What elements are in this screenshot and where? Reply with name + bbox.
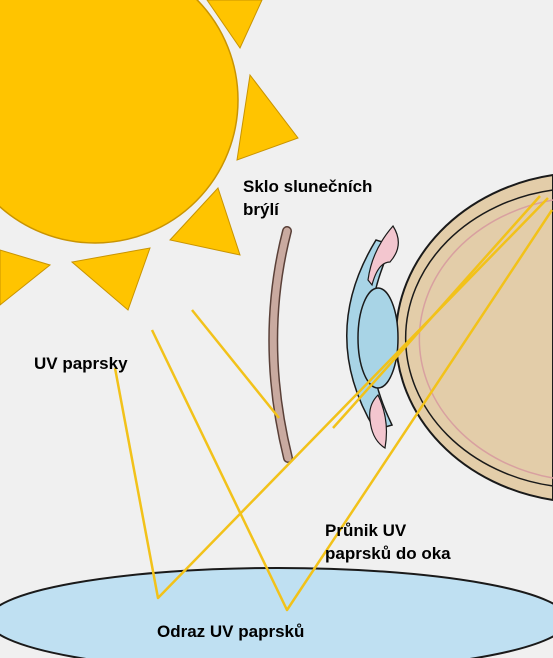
uv-reflection-label: Odraz UV paprsků <box>157 622 305 641</box>
uv-ray-blocked <box>191 309 280 419</box>
sun <box>0 0 239 244</box>
eye-iris-lower <box>369 393 388 449</box>
uv-ray-lines <box>113 195 553 612</box>
eye-iris-upper <box>367 224 399 287</box>
sunglasses-label-line1: Sklo slunečních <box>243 177 373 196</box>
penetration-label-line1: Průnik UV <box>325 521 407 540</box>
uv-penetration-label: Průnik UV paprsků do oka <box>325 519 451 565</box>
sunglasses-label-line2: brýlí <box>243 200 279 219</box>
sun-ray <box>169 187 241 256</box>
uv-ray-reflected-2 <box>150 209 553 612</box>
uv-ray-direct <box>332 195 541 429</box>
sun-ray <box>206 0 263 50</box>
penetration-label-line2: paprsků do oka <box>325 544 451 563</box>
sunglasses-glass-label: Sklo slunečních brýlí <box>243 175 372 221</box>
eye <box>346 173 553 502</box>
sun-ray <box>70 247 151 311</box>
sun-rays <box>0 0 299 311</box>
sun-ray <box>0 249 52 306</box>
water-surface <box>0 567 553 658</box>
uv-rays-label: UV paprsky <box>34 354 128 373</box>
sun-ray <box>236 73 299 161</box>
